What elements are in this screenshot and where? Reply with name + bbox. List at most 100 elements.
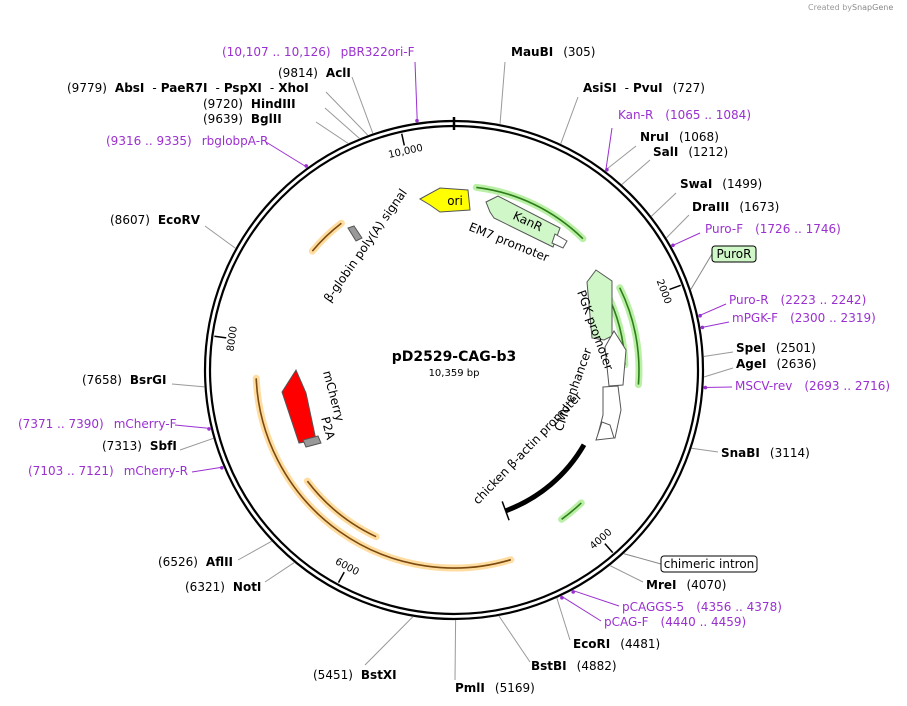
leader-line	[703, 367, 734, 378]
leader-line	[191, 466, 224, 473]
leader-line	[364, 616, 414, 666]
watermark-prefix: Created by	[808, 3, 852, 12]
leader-line	[650, 192, 677, 217]
leader-line	[623, 553, 662, 565]
orf-arc-mid	[306, 480, 377, 538]
primer-label-pcaggs5: pCAGGS-5(4356 .. 4378)	[622, 600, 782, 614]
site-label-spei: SpeI(2501)	[736, 341, 816, 355]
site-label-sbfi: (7313)SbfI	[102, 439, 177, 453]
leader-line	[351, 76, 374, 134]
site-label-pmli: PmlI(5169)	[455, 681, 535, 695]
primer-mark	[605, 167, 609, 172]
tick-label: 4000	[588, 527, 614, 552]
pgk-arrow	[604, 330, 627, 387]
label-betaglobin: β-globin poly(A) signal	[321, 186, 410, 305]
leader-line	[691, 447, 719, 453]
ori-arrow	[418, 187, 471, 213]
primer-label-rbglob: (9316 .. 9335)rbglobpA-R	[106, 134, 268, 148]
tick-mark	[604, 543, 614, 554]
leader-line	[703, 351, 734, 357]
em7-arrow	[551, 233, 568, 249]
orf-arc-upper	[311, 222, 342, 252]
leader-line	[665, 214, 690, 239]
primer-label-puror: Puro-R(2223 .. 2242)	[729, 293, 866, 307]
primer-label-msCVrev: MSCV-rev(2693 .. 2716)	[735, 379, 890, 393]
orf-arc-large	[255, 378, 512, 569]
leader-line	[700, 321, 730, 329]
site-label-maubi: MauBI(305)	[511, 45, 595, 59]
primer-mark	[560, 595, 564, 600]
primer-mark	[671, 243, 675, 248]
watermark-brand: SnapGene	[852, 3, 893, 12]
tick-label: 8000	[225, 326, 239, 353]
label-mcherry: mCherry	[320, 369, 347, 423]
site-label-draiii: DraIII(1673)	[692, 200, 779, 214]
primer-label-purof: Puro-F(1726 .. 1746)	[705, 222, 841, 236]
primer-label-pbr322: (10,107 .. 10,126)pBR322ori-F	[222, 45, 415, 59]
leader-line	[171, 383, 205, 388]
orf-arc-small	[561, 502, 582, 520]
leader-line	[325, 91, 369, 136]
puror-feature-text: PuroR	[717, 247, 752, 261]
cba-promoter-arc	[504, 443, 587, 514]
leader-line	[621, 159, 651, 185]
primer-mark	[207, 427, 211, 431]
site-label-swai: SwaI(1499)	[680, 177, 762, 191]
site-label-noti: (6321)NotI	[185, 580, 261, 594]
site-label-ecori: EcoRI(4481)	[573, 637, 660, 651]
site-label-bstxi: (5451)BstXI	[313, 668, 397, 682]
primer-mark	[698, 313, 702, 318]
tick-mark	[400, 133, 406, 146]
kanr-arrow	[485, 195, 561, 248]
leader-line	[237, 540, 273, 561]
leader-line	[324, 107, 360, 139]
primer-label-kanr: Kan-R(1065 .. 1084)	[618, 108, 751, 122]
site-label-bstbi: BstBI(4882)	[531, 659, 617, 673]
intron-feature-box	[660, 555, 758, 573]
primer-mark	[220, 466, 224, 470]
leader-line	[670, 232, 701, 247]
leader-line	[556, 597, 571, 641]
leader-line	[697, 303, 727, 317]
tick-label: 10,000	[387, 143, 424, 161]
mcherry-arrow	[281, 368, 317, 444]
site-label-acli: (9814)AclI	[278, 66, 351, 80]
cba-end-tick	[501, 501, 510, 521]
leader-line	[609, 565, 644, 583]
tick-mark	[214, 335, 227, 339]
tick-mark	[669, 284, 681, 291]
leader-line	[499, 61, 506, 125]
leader-line	[690, 253, 713, 290]
label-layer: MauBI(305)AsiSI-PvuI(727)NruI(1068)SalI(…	[18, 45, 890, 695]
p2a-box	[302, 435, 322, 448]
leader-line	[605, 127, 613, 172]
orf-arc-puro-outer	[618, 287, 640, 385]
tick-mark	[337, 571, 345, 584]
ori-text: ori	[447, 194, 463, 208]
primer-mark	[571, 590, 575, 594]
leader-line	[560, 595, 602, 622]
leader-line	[264, 561, 295, 583]
leader-line	[703, 386, 733, 388]
tick-label: 2000	[654, 278, 673, 306]
site-label-ecorv: (8607)EcoRV	[110, 213, 201, 227]
site-label-absi: (9779)AbsI-PaeR7I-PspXI-XhoI	[67, 81, 309, 95]
leader-line	[560, 96, 579, 145]
site-label-agei: AgeI(2636)	[736, 357, 816, 371]
site-label-aflii: (6526)AflII	[158, 555, 233, 569]
site-label-bglii: (9639)BglII	[203, 112, 282, 126]
primer-mark	[700, 325, 705, 330]
leader-line	[454, 619, 457, 681]
primer-label-mcherryr: (7103 .. 7121)mCherry-R	[28, 464, 188, 478]
leader-line	[179, 437, 214, 451]
puror-feature-box	[711, 245, 757, 263]
leader-line	[414, 61, 418, 123]
site-label-asisi: AsiSI-PvuI(727)	[583, 81, 705, 95]
site-label-hindiii: (9720)HindIII	[203, 97, 296, 111]
leader-line	[174, 424, 211, 429]
site-label-bsrgi: (7658)BsrGI	[82, 373, 166, 387]
leader-line	[204, 225, 236, 249]
plasmid-name: pD2529-CAG-b3	[392, 349, 517, 365]
tick-label: 6000	[333, 556, 361, 578]
label-p2a: P2A	[318, 415, 338, 442]
